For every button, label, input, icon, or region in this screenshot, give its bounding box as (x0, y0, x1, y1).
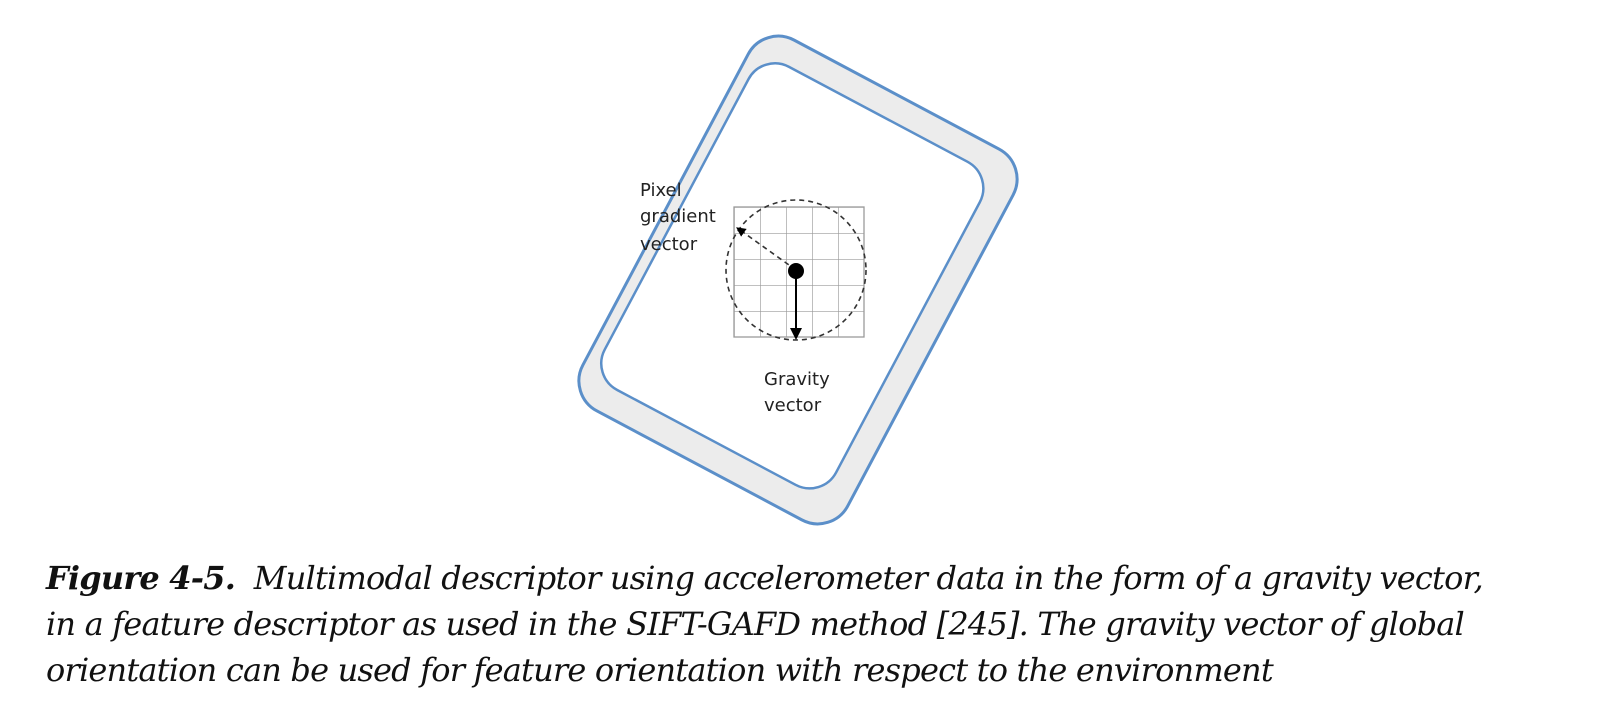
pixel-gradient-label-line: Pixel (640, 180, 682, 201)
pixel-gradient-arrow (736, 227, 797, 271)
gravity-vector-label-line: Gravity (764, 369, 830, 390)
pixel-gradient-label-line: gradient (640, 206, 716, 227)
caption-line-2: in a feature descriptor as used in the S… (46, 605, 1465, 643)
descriptor-circle (725, 199, 867, 341)
phone-diagram: Pixel gradient vector Gravity vector (577, 34, 1019, 526)
pixel-gradient-label: Pixel gradient vector (640, 180, 722, 255)
caption-line-1: Figure 4-5. Multimodal descriptor using … (46, 555, 1566, 601)
caption-text-1: Multimodal descriptor using acceleromete… (253, 559, 1484, 597)
figure-caption: Figure 4-5. Multimodal descriptor using … (46, 555, 1566, 693)
caption-line-3: orientation can be used for feature orie… (46, 651, 1274, 689)
caption-label: Figure 4-5. (46, 559, 236, 597)
gravity-vector-label: Gravity vector (764, 369, 835, 416)
keypoint-dot (788, 263, 804, 279)
figure: Pixel gradient vector Gravity vector (577, 34, 1019, 526)
pixel-gradient-label-line: vector (640, 234, 698, 255)
gravity-vector-label-line: vector (764, 395, 822, 416)
